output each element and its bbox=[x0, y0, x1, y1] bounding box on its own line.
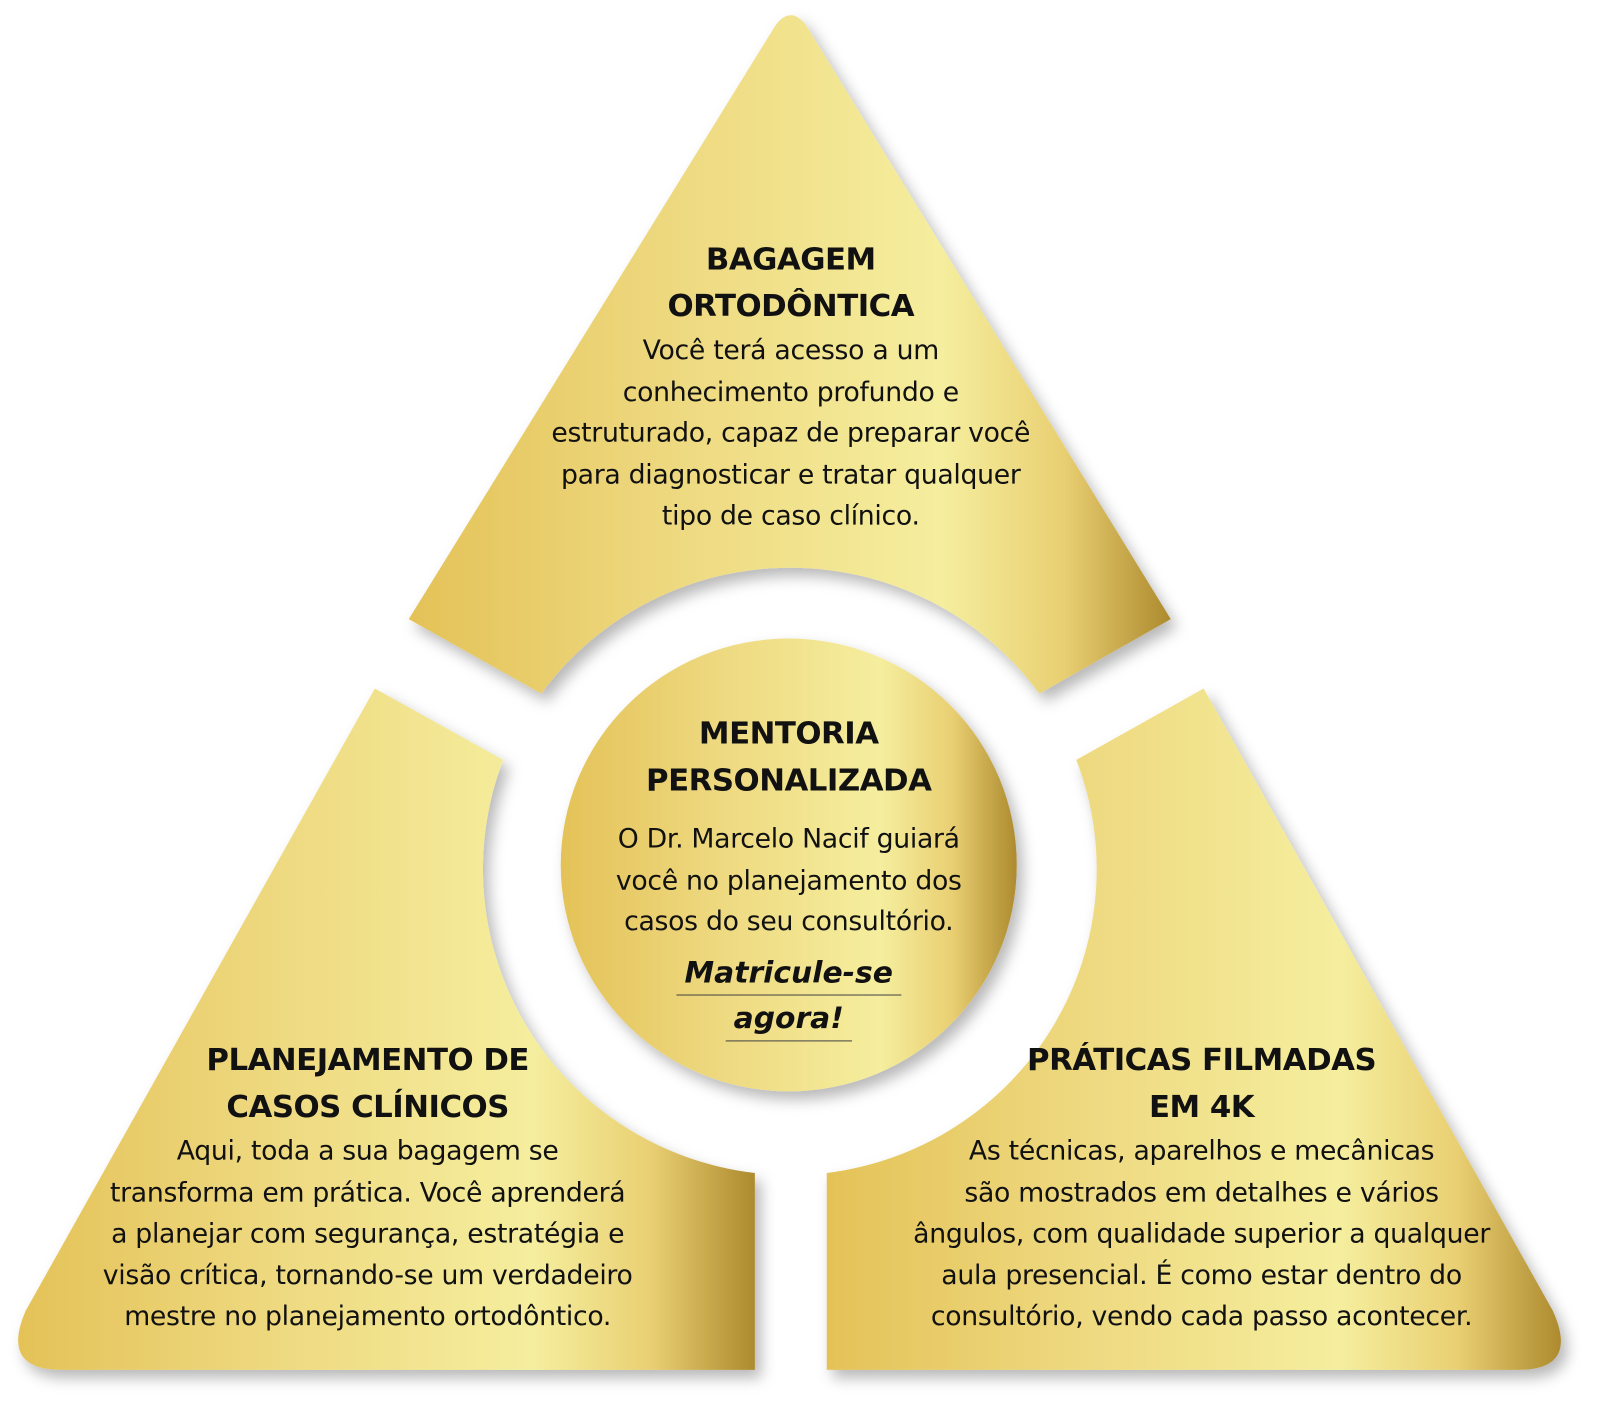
enroll-link-line[interactable]: agora! bbox=[725, 995, 853, 1041]
right-body-line: consultório, vendo cada passo acontecer. bbox=[930, 1301, 1473, 1333]
top-title-line: ORTODÔNTICA bbox=[667, 288, 915, 325]
right-body-line: ângulos, com qualidade superior a qualqu… bbox=[913, 1218, 1491, 1250]
left-section: PLANEJAMENTO DE CASOS CLÍNICOS Aqui, tod… bbox=[103, 1037, 633, 1337]
center-body-line: casos do seu consultório. bbox=[624, 906, 954, 938]
enroll-now-link[interactable]: Matricule-se agora! bbox=[616, 949, 962, 1041]
left-title-line: PLANEJAMENTO DE bbox=[206, 1042, 529, 1079]
top-body-line: tipo de caso clínico. bbox=[661, 500, 920, 532]
left-body-line: visão crítica, tornando-se um verdadeiro bbox=[102, 1260, 633, 1291]
top-body-line: Você terá acesso a um bbox=[642, 335, 940, 367]
left-body-line: Aqui, toda a sua bagagem se bbox=[176, 1136, 559, 1167]
enroll-link-line[interactable]: Matricule-se bbox=[676, 949, 902, 996]
right-section: PRÁTICAS FILMADAS EM 4K As técnicas, apa… bbox=[913, 1037, 1490, 1337]
center-section: MENTORIA PERSONALIZADA O Dr. Marcelo Nac… bbox=[616, 711, 962, 1041]
right-body-line: são mostrados em detalhes e vários bbox=[964, 1177, 1439, 1209]
top-triangle-segment bbox=[408, 15, 1171, 694]
center-circle bbox=[560, 638, 1017, 1092]
right-body-line: aula presencial. É como estar dentro do bbox=[941, 1260, 1462, 1291]
right-title-line: PRÁTICAS FILMADAS bbox=[1027, 1042, 1377, 1079]
top-title-line: BAGAGEM bbox=[705, 241, 876, 278]
left-triangle-segment bbox=[18, 688, 755, 1370]
center-body-line: você no planejamento dos bbox=[615, 865, 962, 897]
right-body-line: As técnicas, aparelhos e mecânicas bbox=[968, 1136, 1435, 1167]
left-body-line: a planejar com segurança, estratégia e bbox=[111, 1218, 625, 1250]
top-body-line: estruturado, capaz de preparar você bbox=[551, 418, 1031, 449]
top-section: BAGAGEM ORTODÔNTICA Você terá acesso a u… bbox=[551, 237, 1030, 537]
top-body-line: para diagnosticar e tratar qualquer bbox=[561, 459, 1021, 491]
left-body-line: transforma em prática. Você aprenderá bbox=[109, 1177, 626, 1209]
left-body-line: mestre no planejamento ortodôntico. bbox=[124, 1301, 612, 1333]
center-title-line: MENTORIA bbox=[698, 716, 879, 752]
right-title-line: EM 4K bbox=[1148, 1089, 1255, 1126]
center-body-line: O Dr. Marcelo Nacif guiará bbox=[617, 824, 960, 855]
right-triangle-segment bbox=[826, 688, 1561, 1370]
top-body-line: conhecimento profundo e bbox=[622, 376, 959, 408]
center-title-line: PERSONALIZADA bbox=[646, 762, 932, 799]
left-title-line: CASOS CLÍNICOS bbox=[226, 1089, 509, 1126]
